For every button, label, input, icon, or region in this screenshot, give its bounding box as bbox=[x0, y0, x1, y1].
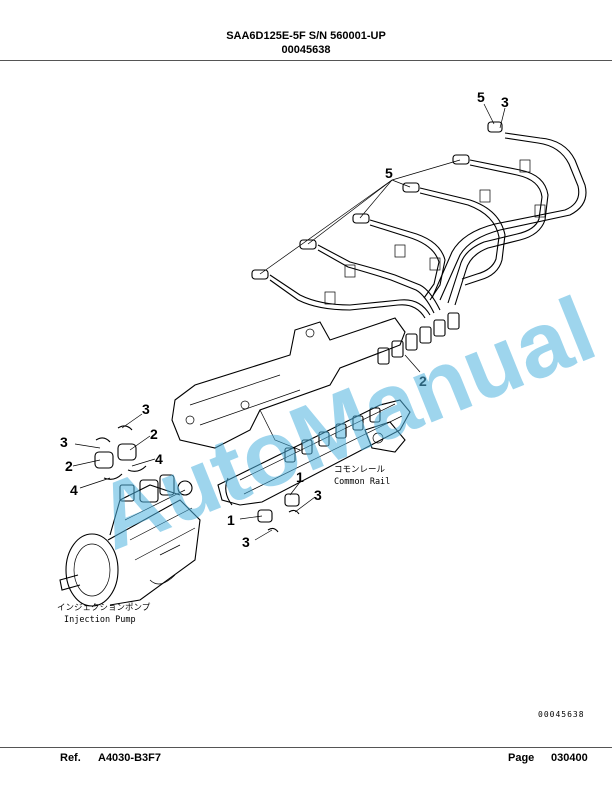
callout-2-fittings: 2 bbox=[419, 373, 427, 389]
footer-ref-label: Ref. bbox=[60, 752, 81, 764]
callout-1-rail: 1 bbox=[296, 469, 304, 485]
callout-2-left-upper: 2 bbox=[150, 426, 158, 442]
rail-ports bbox=[284, 407, 381, 463]
callout-3-rail-lower: 3 bbox=[242, 534, 250, 550]
injection-pump bbox=[59, 474, 201, 607]
callout-3-left: 3 bbox=[60, 434, 68, 450]
label-injection-pump-jp: インジェクションポンプ bbox=[57, 603, 151, 613]
callout-3-rail: 3 bbox=[314, 487, 322, 503]
callout-numbers: 5 3 5 2 3 3 2 2 4 4 1 3 1 3 bbox=[60, 89, 509, 550]
diagram-doc-number: 00045638 bbox=[538, 710, 585, 719]
common-rail bbox=[217, 399, 411, 506]
footer-ref-value: A4030-B3F7 bbox=[98, 752, 161, 764]
callout-4-left-upper: 4 bbox=[155, 451, 163, 467]
label-common-rail-en: Common Rail bbox=[334, 477, 390, 487]
rail-small-parts bbox=[257, 493, 300, 533]
callout-1-rail-lower: 1 bbox=[227, 512, 235, 528]
leader-lines bbox=[72, 103, 506, 541]
callout-5-tubes: 5 bbox=[385, 165, 393, 181]
header-part-number: 00045638 bbox=[281, 44, 331, 56]
footer-page-value: 030400 bbox=[551, 752, 588, 764]
rail-bracket bbox=[171, 317, 406, 451]
label-common-rail-jp: コモンレール bbox=[334, 465, 386, 475]
callout-3-left-upper: 3 bbox=[142, 401, 150, 417]
watermark: AutoManual bbox=[82, 278, 608, 570]
header-rule bbox=[0, 60, 612, 61]
header-model: SAA6D125E-5F S/N 560001-UP bbox=[226, 30, 386, 42]
footer-rule bbox=[0, 747, 612, 748]
parts-diagram: 5 3 5 2 3 3 2 2 4 4 1 3 1 3 コモンレール Commo… bbox=[57, 89, 609, 719]
label-injection-pump-en: Injection Pump bbox=[64, 615, 136, 625]
callout-3-top: 3 bbox=[501, 94, 509, 110]
callout-5-top: 5 bbox=[477, 89, 485, 105]
callout-4-left: 4 bbox=[70, 482, 78, 498]
tube-fittings bbox=[377, 312, 460, 365]
footer-page-label: Page bbox=[508, 752, 535, 764]
pump-connectors bbox=[94, 425, 147, 480]
callout-2-left: 2 bbox=[65, 458, 73, 474]
injection-tubes bbox=[251, 121, 587, 365]
